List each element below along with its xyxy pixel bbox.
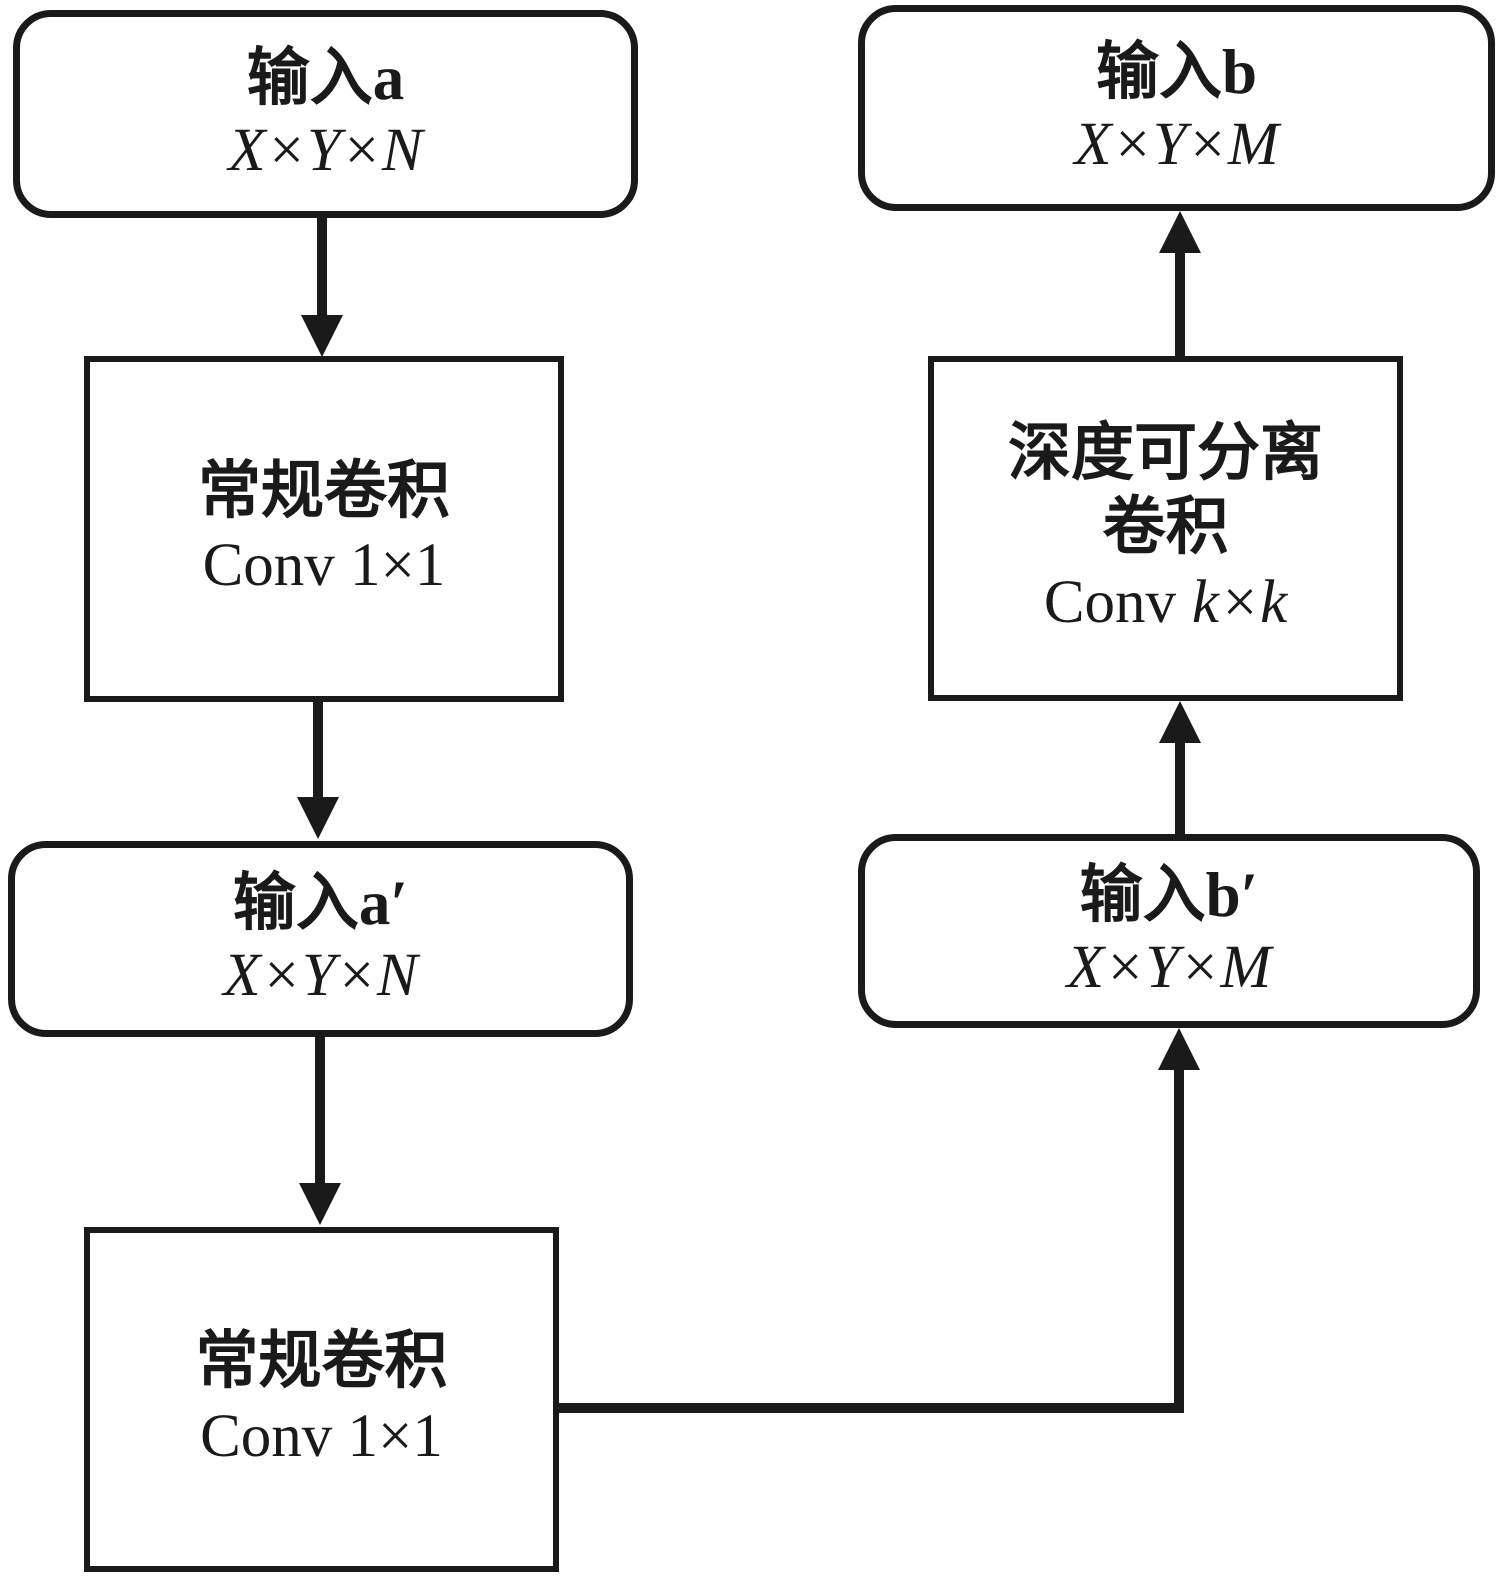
node-conv-a2-sub: Conv 1×1 [200, 1402, 443, 1470]
node-dw-conv-title-line1: 深度可分离 [1008, 418, 1323, 489]
arrow-shaft [1175, 248, 1185, 356]
node-input-b-title: 输入b [1095, 36, 1258, 107]
arrow-shaft [313, 702, 323, 800]
node-dw-conv-sub-kernel: k×k [1191, 568, 1288, 636]
node-input-b: 输入b X×Y×M [858, 5, 1495, 211]
node-input-a-prime: 输入a′ X×Y×N [8, 841, 633, 1037]
arrow-head-down-icon [299, 1183, 341, 1225]
arrow-head-up-icon [1159, 701, 1201, 743]
arrow-head-up-icon [1158, 1028, 1200, 1070]
node-input-a-prime-title: 输入a′ [232, 867, 409, 938]
node-conv-a2: 常规卷积 Conv 1×1 [84, 1227, 559, 1572]
arrow-shaft-vertical [1174, 1064, 1184, 1413]
node-input-b-prime: 输入b′ X×Y×M [858, 834, 1480, 1028]
node-dw-conv-title-line2: 卷积 [1102, 492, 1229, 563]
node-conv-a2-title: 常规卷积 [195, 1326, 448, 1397]
arrow-head-down-icon [297, 797, 339, 839]
node-input-b-prime-dims: X×Y×M [1066, 934, 1272, 1002]
node-conv-a1-title: 常规卷积 [198, 455, 450, 526]
node-conv-a1-sub: Conv 1×1 [202, 532, 446, 600]
arrow-head-down-icon [301, 315, 343, 357]
arrow-head-up-icon [1159, 211, 1201, 253]
arrow-shaft [317, 218, 327, 320]
node-input-a-dims: X×Y×N [228, 117, 423, 185]
node-conv-a1: 常规卷积 Conv 1×1 [84, 356, 564, 702]
node-input-a-title: 输入a [246, 42, 405, 113]
node-input-a: 输入a X×Y×N [13, 10, 638, 218]
node-dw-conv-sub-prefix: Conv [1043, 568, 1176, 636]
node-input-b-prime-title: 输入b′ [1079, 859, 1259, 930]
node-input-b-dims: X×Y×M [1074, 111, 1279, 179]
node-input-a-prime-dims: X×Y×N [223, 942, 418, 1010]
arrow-shaft [1175, 738, 1185, 834]
arrow-shaft [315, 1037, 325, 1185]
arrow-shaft-horizontal [559, 1403, 1184, 1413]
